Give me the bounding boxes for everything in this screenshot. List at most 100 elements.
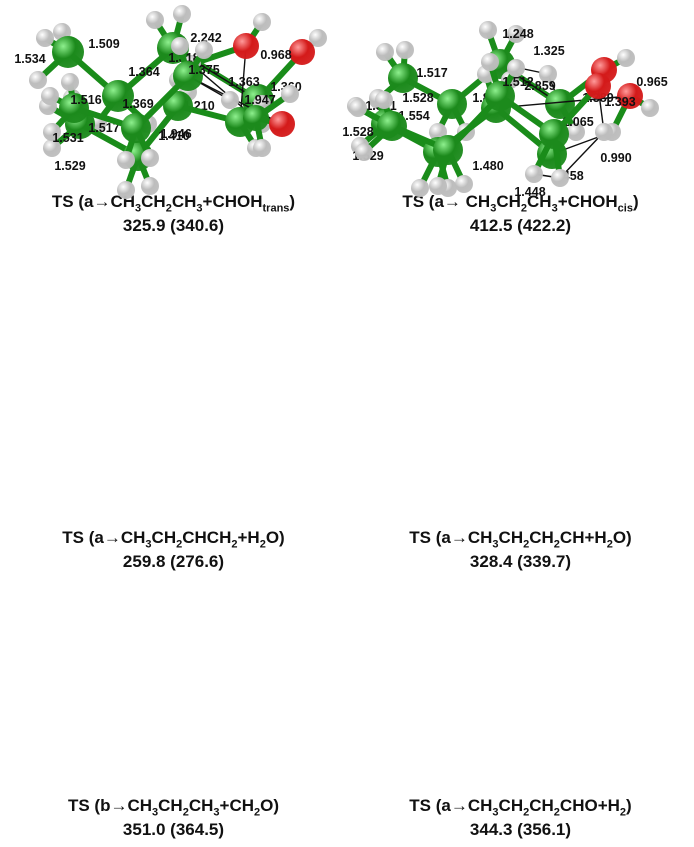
- bond-length-label: 1.363: [228, 75, 259, 89]
- caption-text: TS (a→CH: [409, 796, 493, 815]
- ts-reaction-caption: TS (a→CH3CH2CH3+CHOHtrans): [0, 192, 347, 214]
- ts-reaction-caption: TS (a→CH3CH2CH2CH+H2O): [347, 528, 694, 550]
- caption-text: CH: [498, 528, 524, 547]
- hydrogen-atom: [376, 43, 394, 61]
- caption-text: ): [632, 192, 639, 211]
- caption-text: CH: [188, 796, 214, 815]
- ts-energy-value: 259.8 (276.6): [122, 552, 225, 571]
- ts-reaction-caption: TS (b→CH3CH2CH3+CH2O): [0, 796, 347, 818]
- carbon-atom: [485, 81, 515, 111]
- hydrogen-atom: [43, 139, 61, 157]
- hydrogen-atom: [479, 21, 497, 39]
- caption-text: TS (a→CH: [51, 192, 136, 211]
- hydrogen-atom: [146, 11, 164, 29]
- bond-length-label: 1.410: [158, 129, 189, 143]
- caption-text: ): [289, 192, 296, 211]
- carbon-atom: [102, 80, 134, 112]
- carbon-atom: [121, 113, 151, 143]
- carbon-atom: [163, 91, 193, 121]
- carbon-atom: [377, 111, 407, 141]
- caption-subscript: cis: [617, 202, 633, 215]
- ts-reaction-caption: TS (a→CH3CH2CH2CHO+H2): [347, 796, 694, 818]
- bond-length-label: 1.528: [342, 125, 373, 139]
- hydrogen-atom: [141, 149, 159, 167]
- bond-length-label: 0.965: [636, 75, 667, 89]
- caption-text: ): [626, 796, 632, 815]
- caption-text: CH: [527, 192, 552, 211]
- caption-text: +CHOH: [557, 192, 618, 211]
- hydrogen-atom: [507, 25, 525, 43]
- hydrogen-atom: [173, 5, 191, 23]
- bond-length-label: 0.968: [260, 48, 291, 62]
- hydrogen-atom: [525, 165, 543, 183]
- hydrogen-atom: [595, 123, 613, 141]
- hydrogen-atom: [455, 175, 473, 193]
- hydrogen-atom: [61, 73, 79, 91]
- caption-subscript: 2: [182, 806, 189, 819]
- carbon-atom: [433, 135, 463, 165]
- caption-subscript: trans: [262, 202, 290, 215]
- caption-text: TS (a→CH: [409, 528, 493, 547]
- caption-subscript: 3: [490, 202, 497, 215]
- bond-length-label: 1.448: [514, 185, 545, 199]
- hydrogen-atom: [29, 71, 47, 89]
- hydrogen-atom: [551, 169, 569, 187]
- carbon-atom: [437, 89, 467, 119]
- hydrogen-atom: [429, 177, 447, 195]
- bond-length-label: 1.531: [52, 131, 83, 145]
- caption-subscript: 2: [553, 806, 560, 819]
- hydrogen-atom: [539, 65, 557, 83]
- ts-energy-value: 344.3 (356.1): [469, 820, 572, 839]
- oxygen-atom: [617, 83, 643, 109]
- bond-length-label: 1.248: [502, 27, 533, 41]
- caption-text: +CHOH: [202, 192, 263, 211]
- ts-reaction-caption: TS (a→ CH3CH2CH3+CHOHcis): [347, 192, 694, 214]
- caption-text: +CH: [219, 796, 254, 815]
- caption-subscript: 2: [520, 202, 527, 215]
- caption-subscript: 2: [523, 538, 530, 551]
- bond-length-label: 1.325: [533, 44, 564, 58]
- caption-subscript: 3: [145, 538, 152, 551]
- bond-length-label: 0.990: [600, 151, 631, 165]
- ts-partial-bond: [559, 131, 605, 179]
- oxygen-atom: [289, 39, 315, 65]
- ts-energy-value: 412.5 (422.2): [469, 216, 572, 235]
- carbon-atom: [539, 119, 569, 149]
- ts-reaction-caption: TS (a→CH3CH2CHCH2+H2O): [0, 528, 347, 550]
- bond-length-label: 1.375: [188, 63, 219, 77]
- caption-subscript: 3: [492, 538, 499, 551]
- caption-text: CH: [141, 192, 166, 211]
- carbon-atom: [59, 93, 89, 123]
- caption-subscript: 2: [231, 538, 238, 551]
- caption-subscript: 2: [606, 538, 613, 551]
- bond-length-label: 1.509: [88, 37, 119, 51]
- hydrogen-atom: [349, 99, 367, 117]
- caption-subscript: 2: [254, 806, 261, 819]
- hydrogen-atom: [43, 123, 61, 141]
- carbon-atom: [545, 89, 575, 119]
- bond-length-label: 1.534: [14, 52, 45, 66]
- hydrogen-atom: [481, 53, 499, 71]
- hydrogen-atom: [36, 29, 54, 47]
- hydrogen-atom: [375, 91, 393, 109]
- caption-text: CH: [529, 796, 554, 815]
- hydrogen-atom: [507, 59, 525, 77]
- hydrogen-atom: [141, 177, 159, 195]
- oxygen-atom: [233, 33, 259, 59]
- caption-text: O): [260, 796, 280, 815]
- hydrogen-atom: [117, 181, 135, 199]
- oxygen-atom: [269, 111, 295, 137]
- hydrogen-atom: [195, 41, 213, 59]
- caption-subscript: 3: [152, 806, 159, 819]
- caption-subscript: 2: [523, 806, 530, 819]
- hydrogen-atom: [567, 123, 585, 141]
- bond-length-label: 2.859: [524, 79, 555, 93]
- carbon-atom: [243, 105, 269, 131]
- bond-length-label: 1.512: [502, 75, 533, 89]
- caption-subscript: 3: [196, 202, 203, 215]
- caption-text: O): [612, 528, 632, 547]
- hydrogen-atom: [171, 37, 189, 55]
